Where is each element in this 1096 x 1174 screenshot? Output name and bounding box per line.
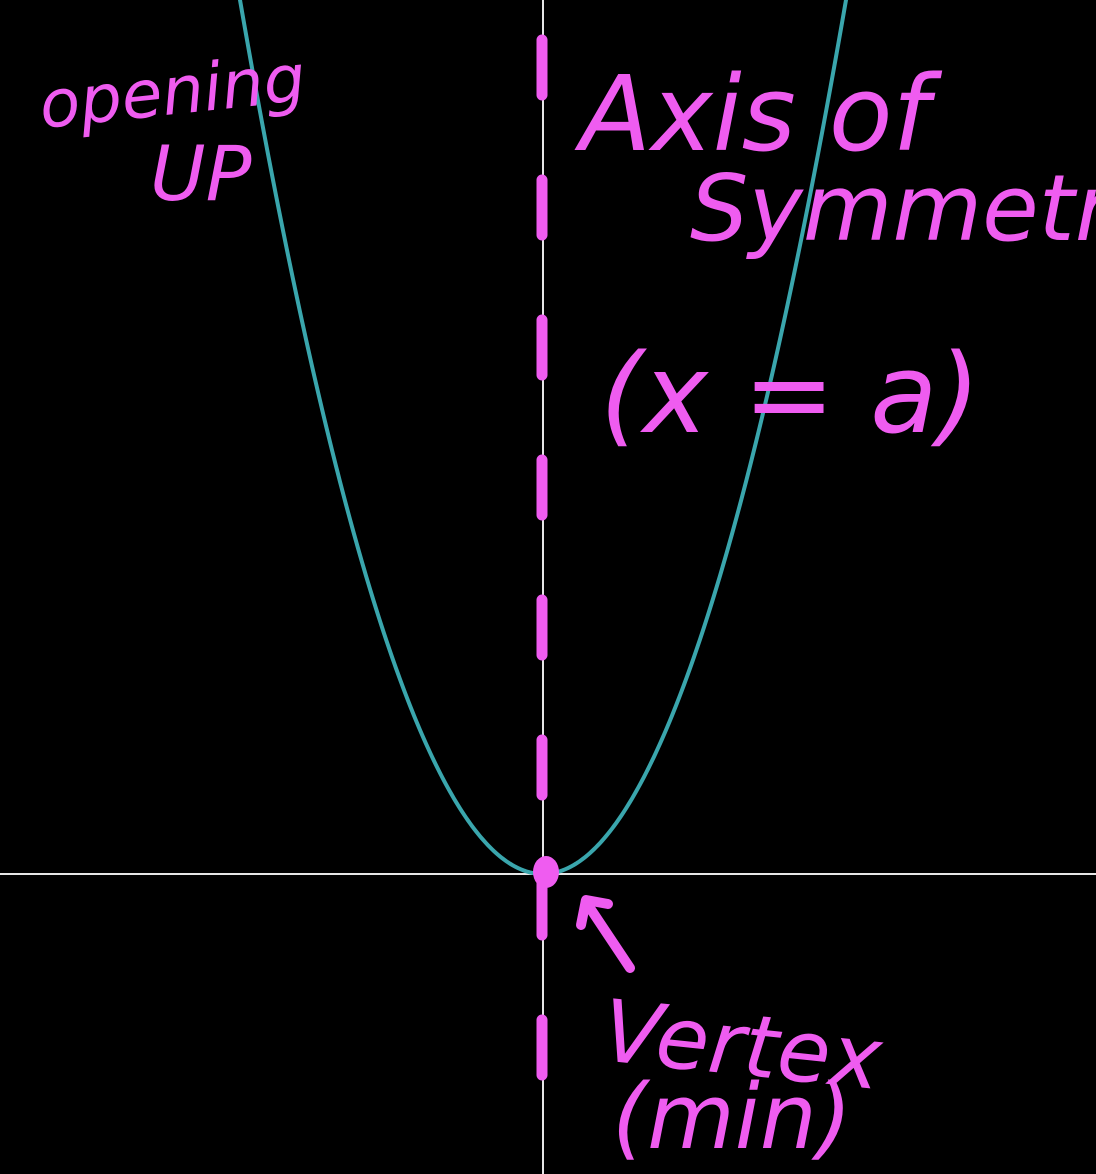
up-label: UP: [150, 129, 252, 218]
vertex-arrow: [576, 895, 635, 973]
vertex-point: [533, 856, 559, 888]
symmetry-label: Symmetry: [690, 155, 1096, 262]
vertex-min-label: (min): [612, 1065, 852, 1170]
axis-equation-label: (x = a): [600, 330, 980, 458]
axis-of-label: Axis of: [574, 53, 942, 175]
